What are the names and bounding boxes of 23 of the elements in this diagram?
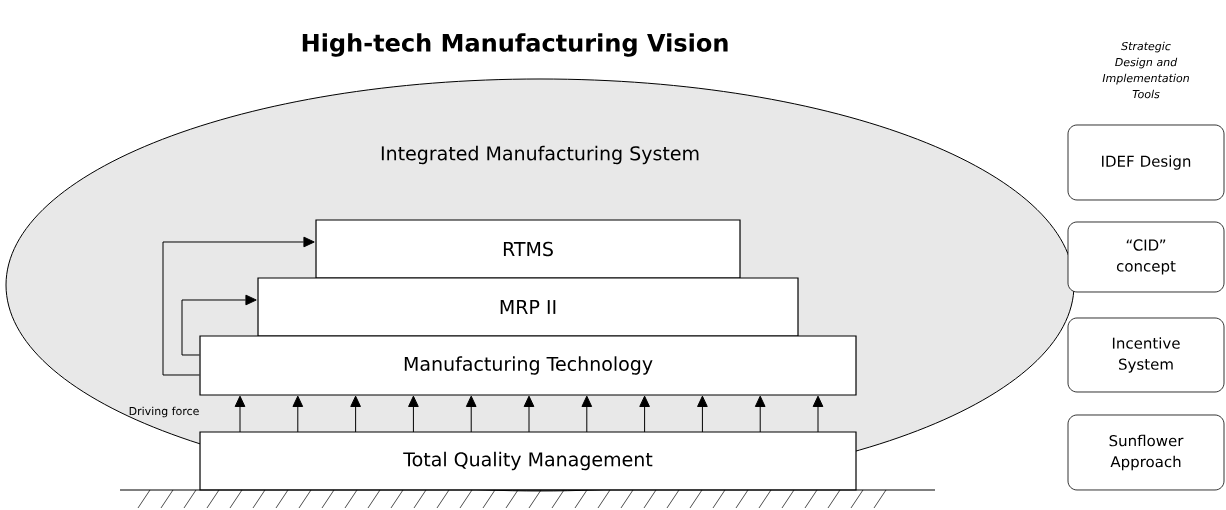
tool-box: “CID” concept bbox=[1067, 221, 1225, 293]
arrow bbox=[523, 395, 535, 433]
arrow bbox=[754, 395, 766, 433]
arrow bbox=[181, 294, 257, 356]
layer-box: MRP II bbox=[257, 277, 799, 337]
title: High-tech Manufacturing Vision bbox=[302, 33, 728, 57]
arrow bbox=[812, 395, 824, 433]
layer-box: RTMS bbox=[315, 219, 741, 279]
arrow bbox=[465, 395, 477, 433]
heading-text: Strategic Design and Implementation Tools bbox=[1102, 41, 1189, 99]
arrow bbox=[162, 236, 315, 376]
tool-box: IDEF Design bbox=[1067, 124, 1225, 201]
arrow bbox=[292, 395, 304, 433]
tool-box: Incentive System bbox=[1067, 317, 1225, 393]
arrow bbox=[639, 395, 650, 433]
layer-box: Manufacturing Technology bbox=[199, 335, 857, 396]
arrow bbox=[408, 395, 419, 433]
arrow bbox=[697, 395, 708, 433]
arrow bbox=[234, 395, 246, 433]
tool-box: Sunflower Approach bbox=[1067, 414, 1225, 491]
side-note: Driving force bbox=[129, 406, 199, 418]
arrow bbox=[350, 395, 361, 433]
arrow bbox=[581, 395, 593, 433]
